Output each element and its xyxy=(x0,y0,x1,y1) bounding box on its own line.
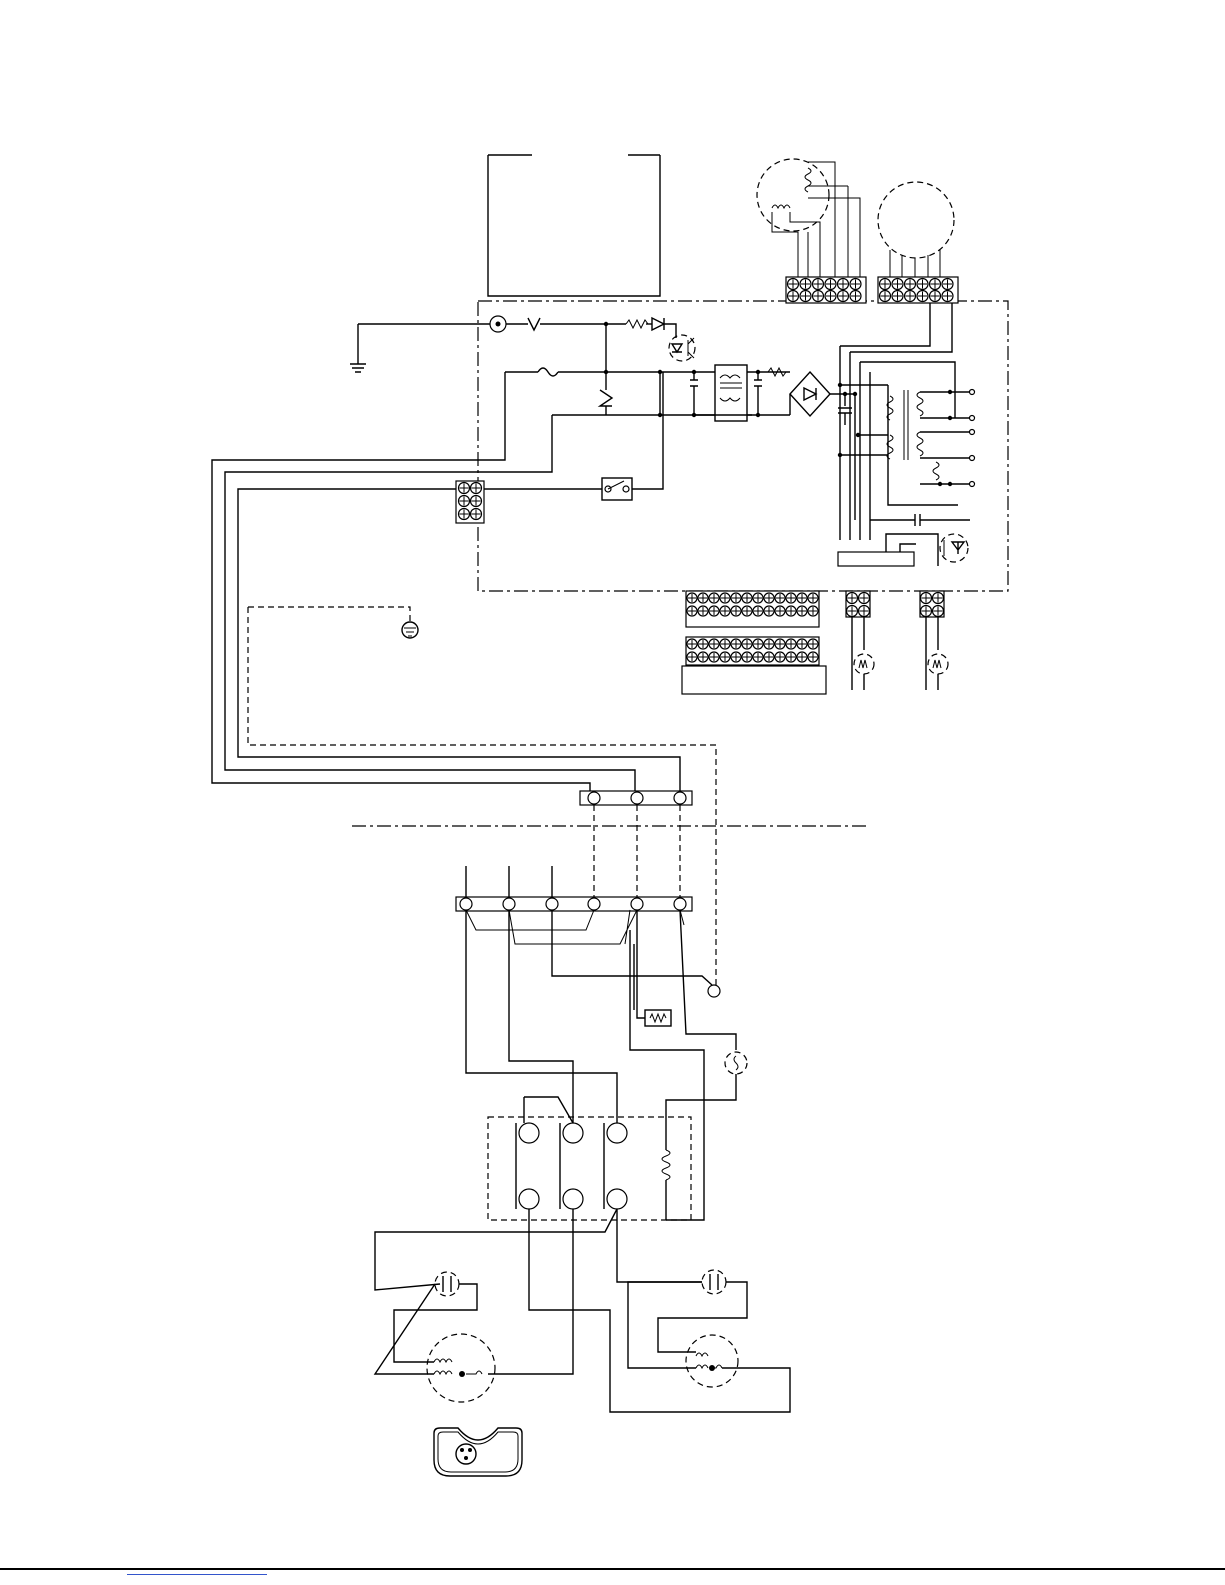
junction-dot xyxy=(692,370,696,374)
fuse-icon xyxy=(505,368,660,415)
fan-motor-connector xyxy=(786,277,866,303)
overload-protector-icon xyxy=(725,1052,747,1074)
junction-dot xyxy=(604,370,608,374)
contactor-terminals xyxy=(516,1123,627,1209)
footer-link-underline[interactable] xyxy=(127,1574,267,1575)
motor-icon xyxy=(427,1334,495,1402)
junction-dot xyxy=(948,390,952,394)
louver-motor-connector xyxy=(878,277,958,303)
transformer-icon xyxy=(715,365,747,421)
crankcase-heater-icon xyxy=(645,1010,671,1026)
junction-dot xyxy=(838,383,842,387)
power-input-section xyxy=(490,316,695,372)
capacitor-icon xyxy=(702,1270,726,1294)
output-terminal xyxy=(970,390,975,395)
junction-dot xyxy=(843,392,847,396)
bridge-rectifier-icon xyxy=(790,372,830,416)
varistor-icon xyxy=(600,372,612,415)
output-terminal xyxy=(970,482,975,487)
louver-motor-icon xyxy=(878,182,954,278)
relay-switch-icon xyxy=(602,478,632,500)
remote-controller-icon xyxy=(434,1428,522,1476)
junction-dot xyxy=(692,413,696,417)
junction-dot xyxy=(948,482,952,486)
photocoupler-icon xyxy=(669,335,695,361)
output-terminal xyxy=(970,430,975,435)
ground-icon xyxy=(402,622,418,638)
indoor-terminal-block xyxy=(580,791,692,805)
junction-dot xyxy=(756,413,760,417)
relay-coil-icon xyxy=(662,1150,670,1220)
junction-dot xyxy=(604,322,608,326)
junction-dot xyxy=(658,413,662,417)
display-connector xyxy=(682,591,826,694)
power-input-connector xyxy=(456,481,484,523)
junction-dot xyxy=(756,370,760,374)
junction-dot xyxy=(938,482,942,486)
junction-dot xyxy=(658,370,662,374)
output-terminal xyxy=(970,416,975,421)
display-unit-box xyxy=(488,155,660,296)
photocoupler-icon xyxy=(940,534,968,562)
junction-dot xyxy=(948,416,952,420)
junction-dot xyxy=(838,453,842,457)
control-board-outline xyxy=(478,301,1008,591)
thermistor-icon xyxy=(926,617,948,690)
footer-rule xyxy=(0,1568,1225,1570)
fan-motor-icon xyxy=(757,159,860,278)
junction-dot xyxy=(856,433,860,437)
output-terminal xyxy=(970,456,975,461)
thermistor-icon xyxy=(852,617,874,690)
junction-dot xyxy=(853,392,857,396)
outdoor-terminal-block xyxy=(456,866,692,911)
ground-icon xyxy=(350,324,490,372)
motor-icon xyxy=(686,1335,738,1387)
power-transformer-icon xyxy=(887,385,970,505)
